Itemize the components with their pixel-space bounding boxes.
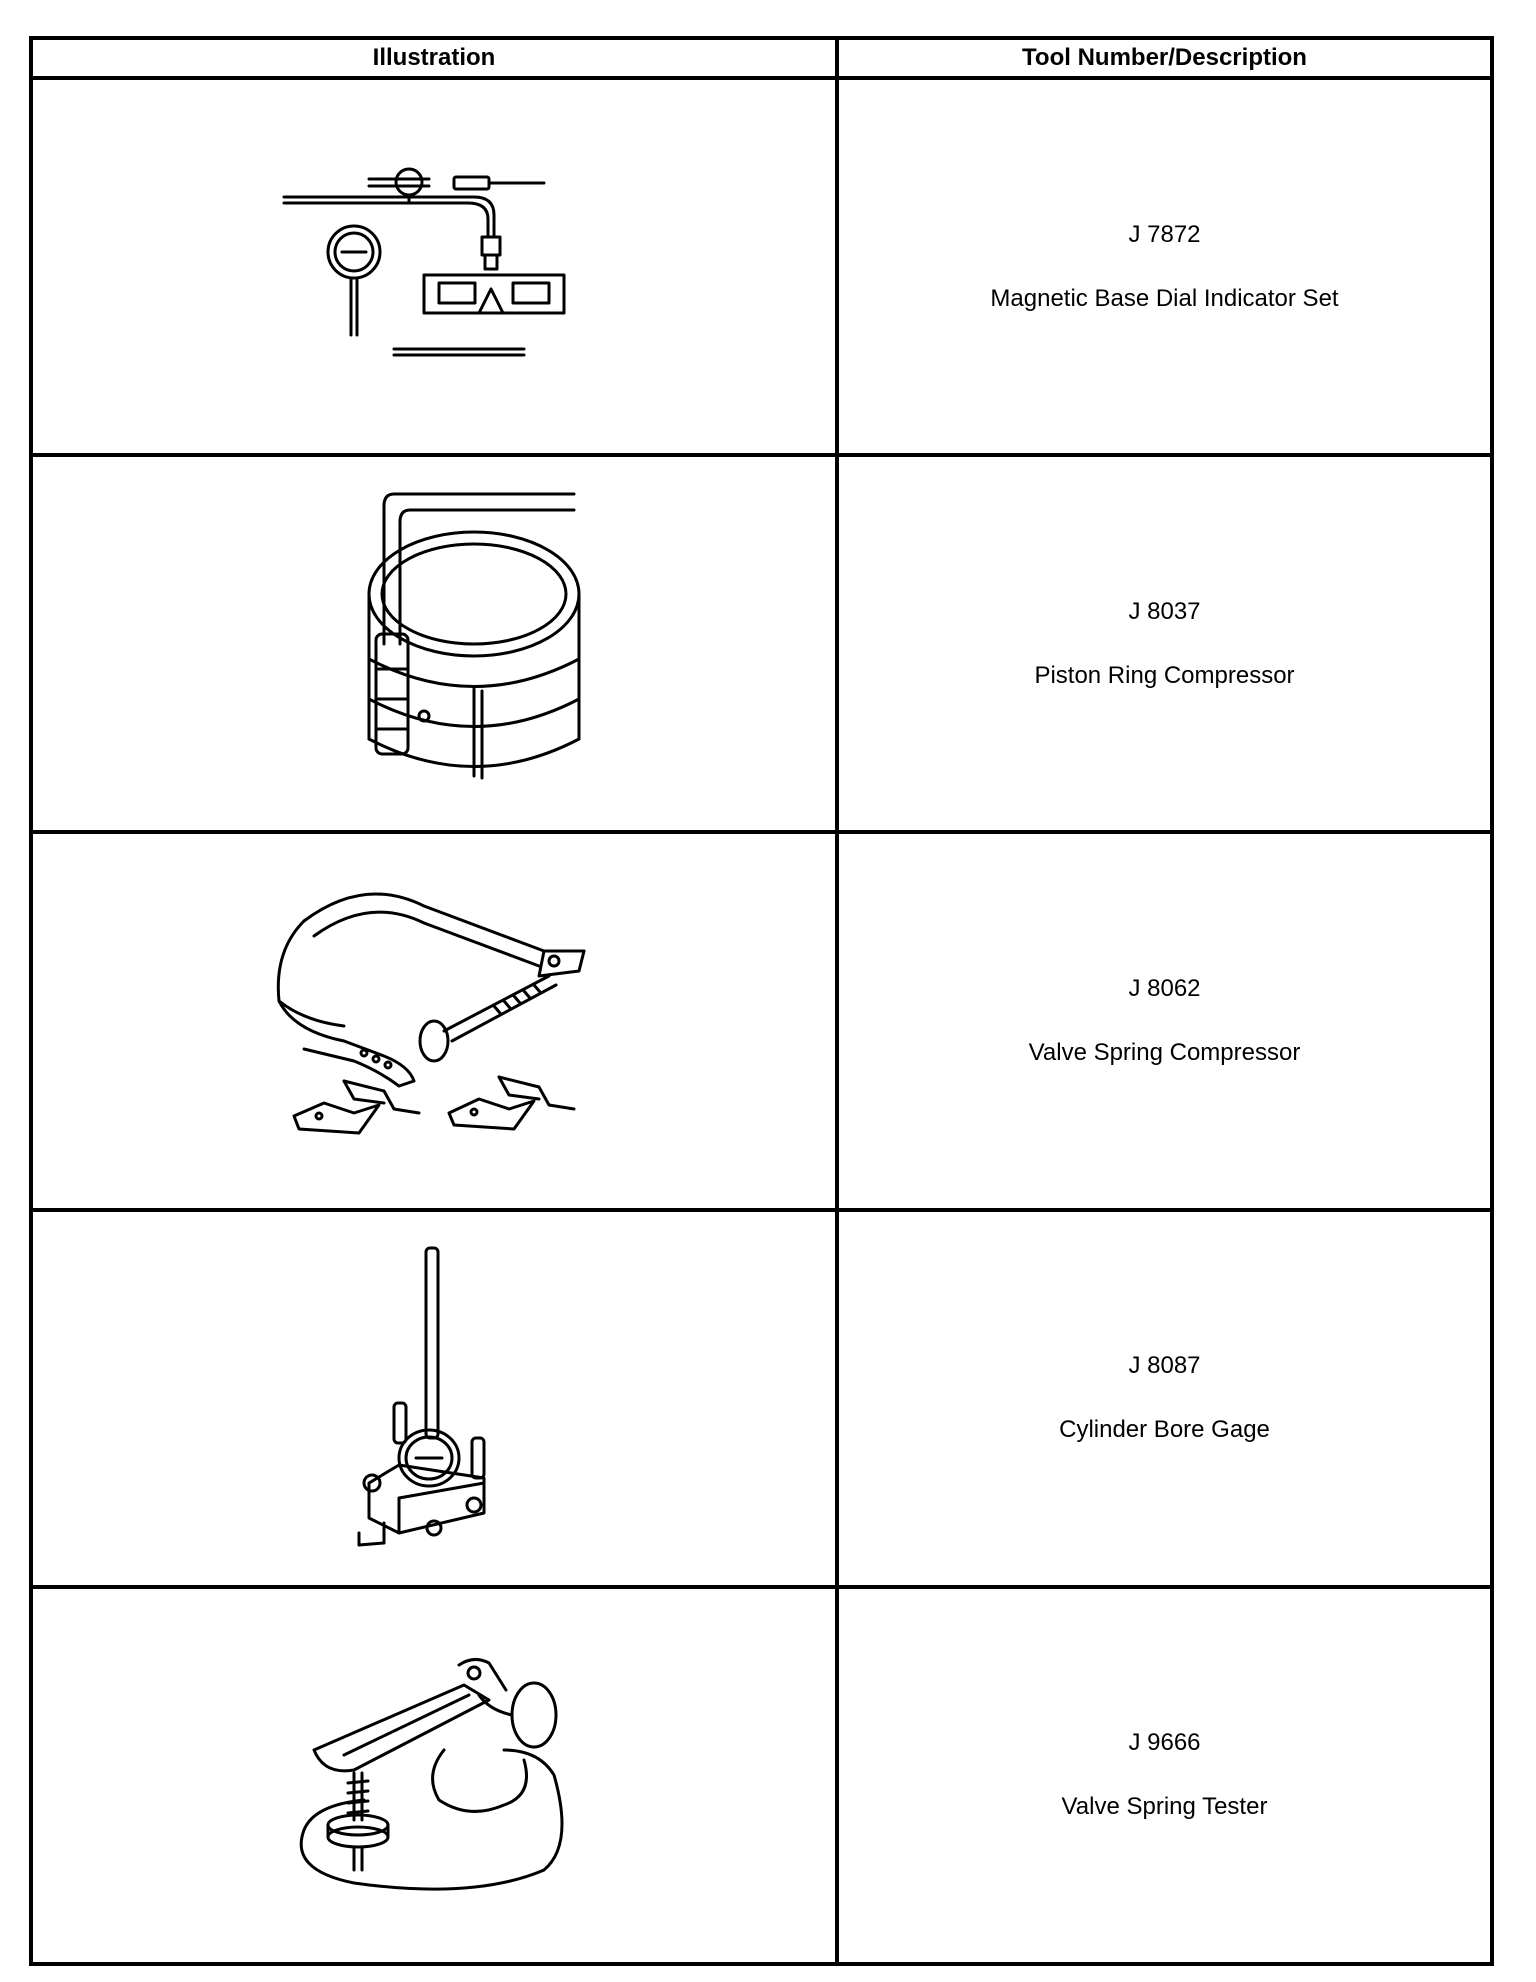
illustration-cell bbox=[29, 1584, 839, 1967]
piston-ring-compressor-illustration bbox=[367, 492, 581, 780]
table-row: J 8062 Valve Spring Compressor bbox=[29, 830, 1494, 1212]
description-cell: J 8037 Piston Ring Compressor bbox=[835, 453, 1494, 835]
tool-number: J 7872 bbox=[1128, 220, 1201, 248]
cylinder-bore-gage-illustration bbox=[357, 1246, 486, 1547]
description-cell: J 8087 Cylinder Bore Gage bbox=[835, 1207, 1494, 1589]
tool-number: J 8062 bbox=[1128, 974, 1201, 1002]
tool-number: J 8087 bbox=[1128, 1352, 1201, 1380]
illustration-column-header: Illustration bbox=[29, 36, 839, 80]
tool-description: Valve Spring Tester bbox=[1061, 1793, 1268, 1821]
illustration-cell bbox=[29, 453, 839, 835]
table-row: J 8087 Cylinder Bore Gage bbox=[29, 1207, 1494, 1589]
tool-description: Valve Spring Compressor bbox=[1028, 1038, 1301, 1066]
table-row: J 9666 Valve Spring Tester bbox=[29, 1584, 1494, 1967]
valve-spring-compressor-illustration bbox=[276, 892, 586, 1135]
description-cell: J 7872 Magnetic Base Dial Indicator Set bbox=[835, 75, 1494, 458]
dial-indicator-illustration bbox=[282, 167, 566, 357]
tool-description: Cylinder Bore Gage bbox=[1059, 1416, 1270, 1444]
illustration-cell bbox=[29, 1207, 839, 1589]
table-row: J 8037 Piston Ring Compressor bbox=[29, 453, 1494, 835]
tool-table: Illustration Tool Number/Description bbox=[29, 36, 1494, 1967]
illustration-cell bbox=[29, 75, 839, 458]
tool-number: J 9666 bbox=[1128, 1729, 1201, 1757]
description-column-header: Tool Number/Description bbox=[835, 36, 1494, 80]
tool-description: Piston Ring Compressor bbox=[1034, 661, 1295, 689]
illustration-cell bbox=[29, 830, 839, 1212]
table-row: J 7872 Magnetic Base Dial Indicator Set bbox=[29, 75, 1494, 458]
table-header-row: Illustration Tool Number/Description bbox=[29, 36, 1494, 80]
description-cell: J 8062 Valve Spring Compressor bbox=[835, 830, 1494, 1212]
tool-description: Magnetic Base Dial Indicator Set bbox=[990, 284, 1339, 312]
tool-number: J 8037 bbox=[1128, 597, 1201, 625]
valve-spring-tester-illustration bbox=[299, 1658, 564, 1892]
description-cell: J 9666 Valve Spring Tester bbox=[835, 1584, 1494, 1967]
